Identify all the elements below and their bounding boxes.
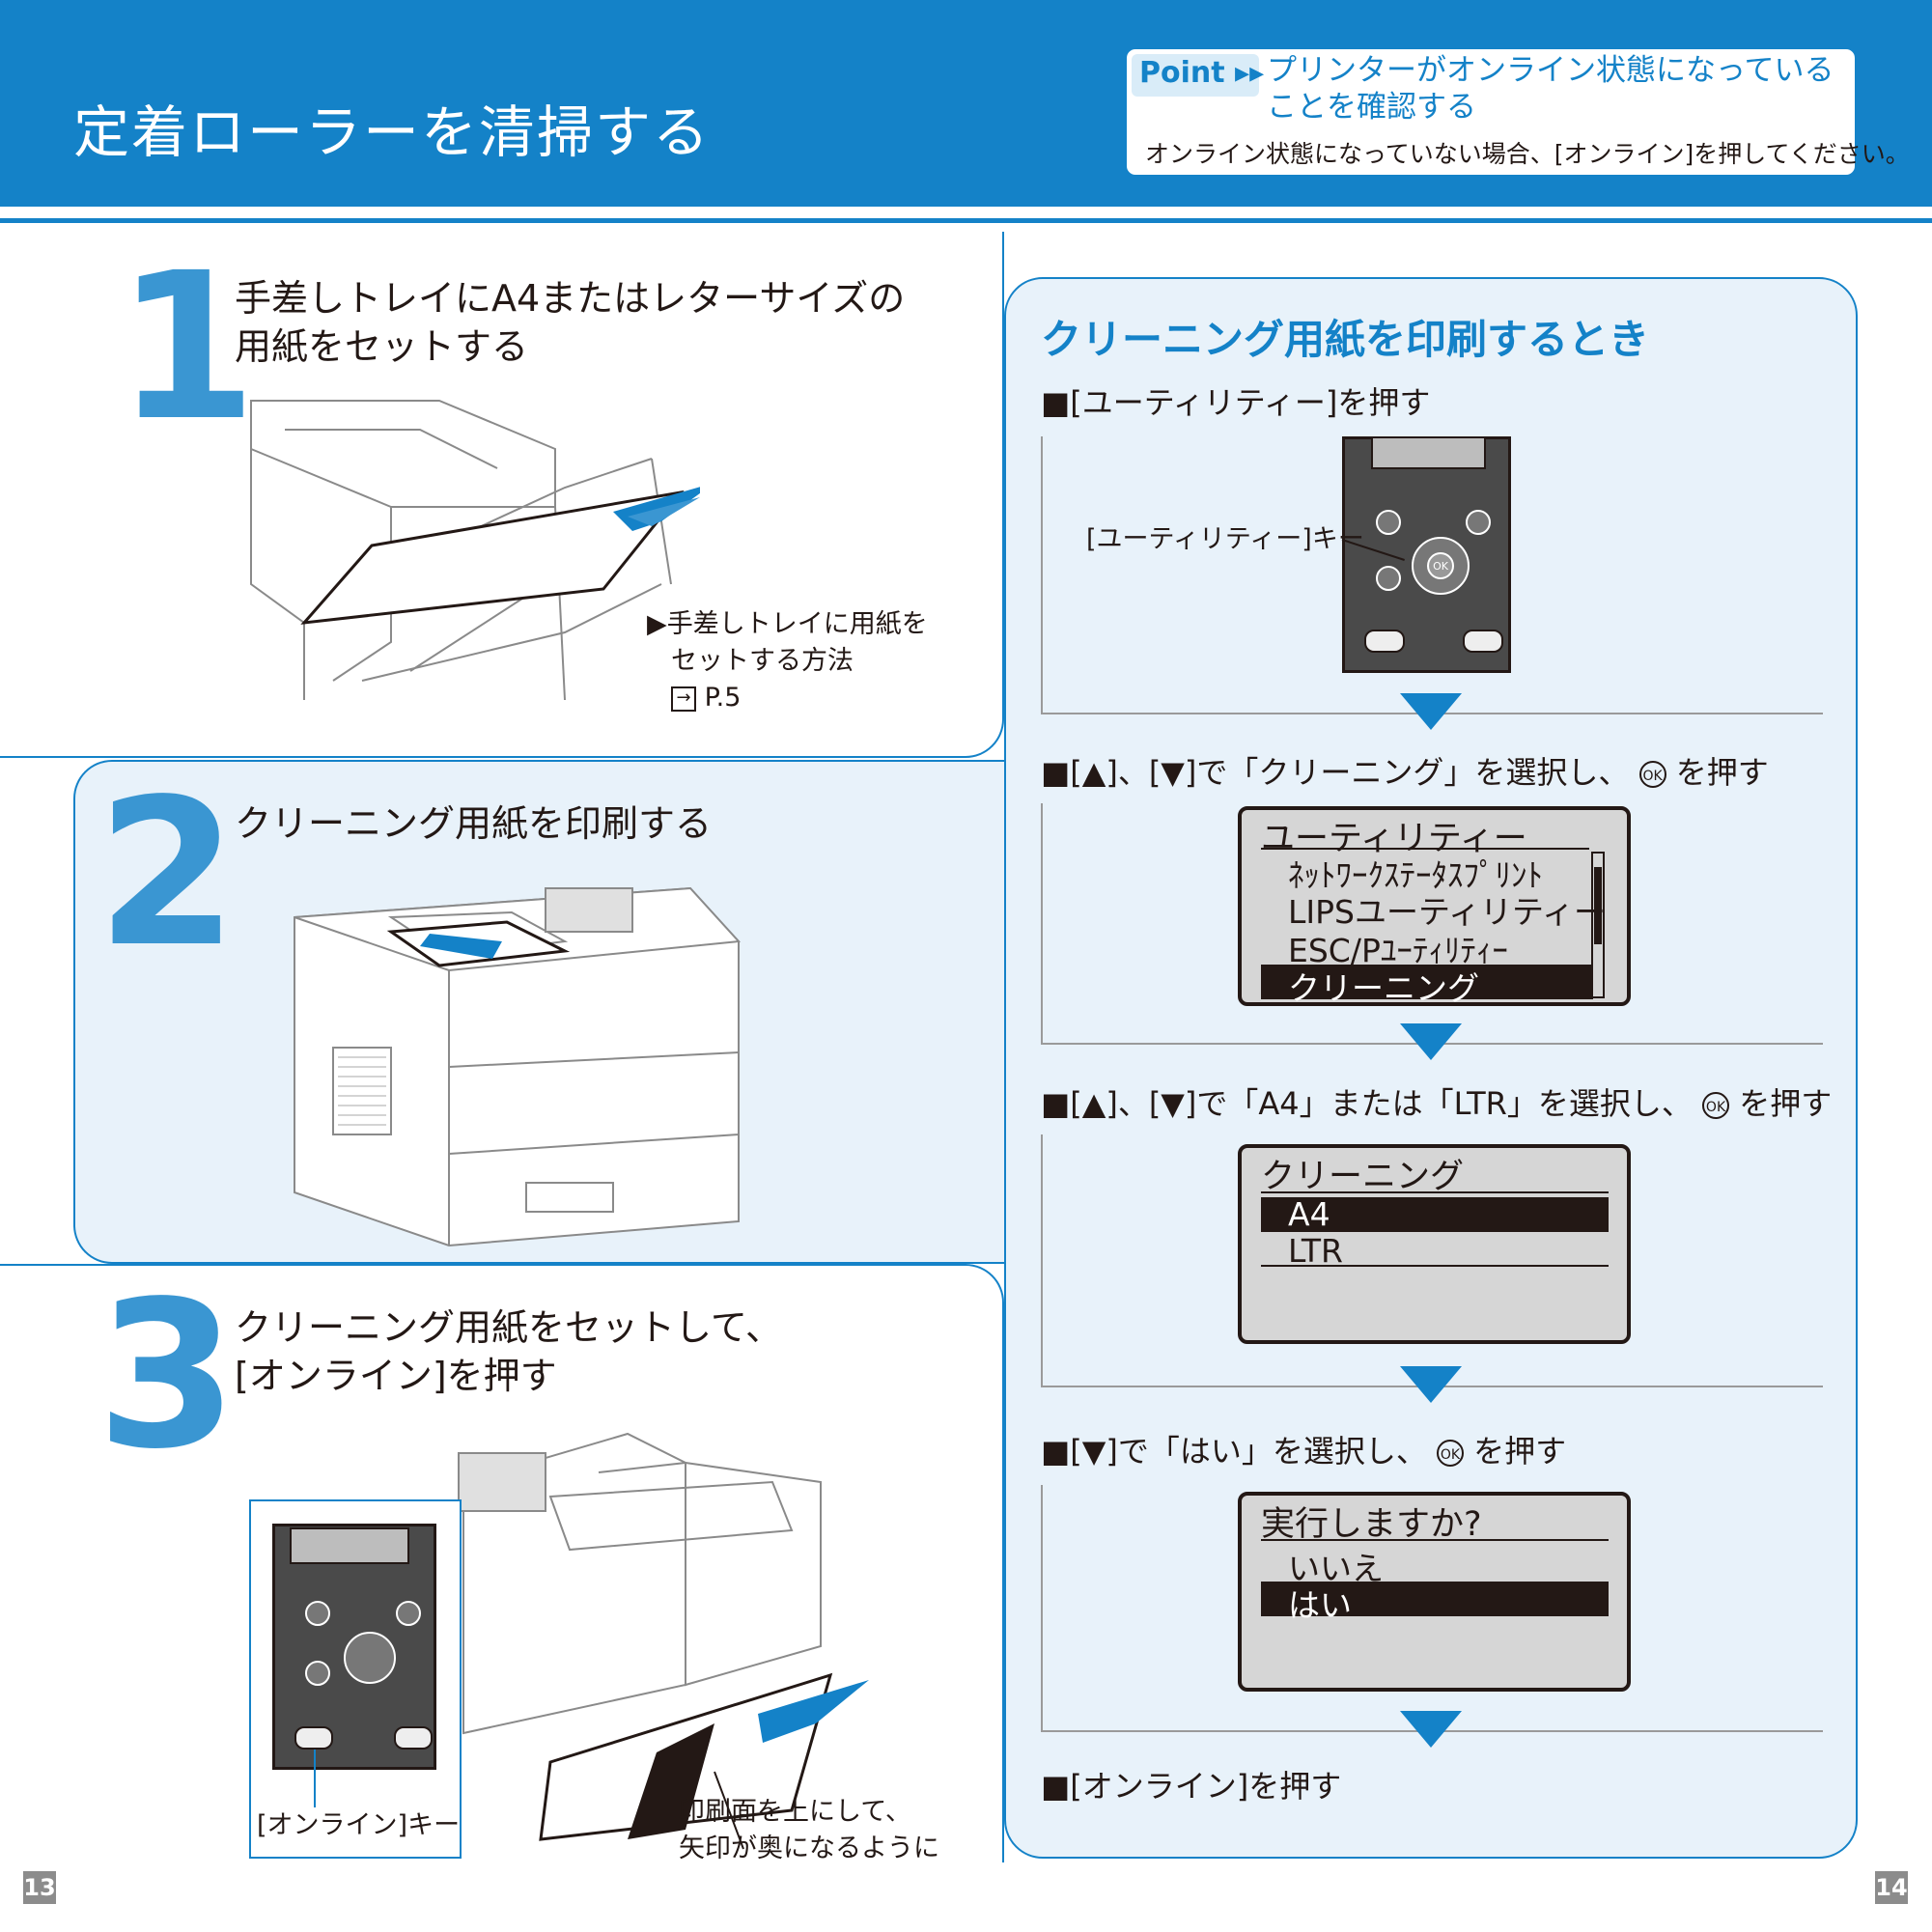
down-arrow-icon — [1400, 1366, 1462, 1403]
lcd-cleaning-item-selected[interactable]: A4 — [1288, 1195, 1330, 1233]
lcd-utility-item[interactable]: ﾈｯﾄﾜｰｸｽﾃｰﾀｽﾌﾟﾘﾝﾄ — [1288, 856, 1543, 894]
lcd-confirm-rule — [1261, 1539, 1609, 1541]
lcd-utility-item[interactable]: LIPSユーティリティー — [1288, 893, 1607, 931]
arrow-right-icon: → — [671, 686, 696, 712]
instruction-2-bracket — [1041, 803, 1043, 1043]
down-arrow-icon — [1400, 1023, 1462, 1060]
step-3-text: クリーニング用紙をセットして、 [オンライン]を押す — [235, 1306, 782, 1397]
tray-paper-illustration — [250, 400, 700, 701]
instruction-2-text: ■[▲]、[▼]で「クリーニング」を選択し、 — [1041, 754, 1630, 791]
step-1-number: 1 — [116, 229, 258, 465]
instruction-2: ■[▲]、[▼]で「クリーニング」を選択し、 OK を押す — [1041, 748, 1769, 793]
instruction-3: ■[▲]、[▼]で「A4」または「LTR」を選択し、 OK を押す — [1041, 1079, 1832, 1124]
instruction-4-text: ■[▼]で「はい」を選択し、 — [1041, 1433, 1427, 1470]
step-3-note-line1: 印刷面を上にして、 — [679, 1797, 911, 1827]
lcd-utility-rule — [1261, 848, 1589, 850]
lcd-confirm-title: 実行しますか? — [1261, 1505, 1482, 1544]
step-1-note-line1: ▶手差しトレイに用紙を — [647, 609, 928, 639]
lcd-cleaning-selection — [1261, 1197, 1609, 1232]
ok-icon: OK — [1437, 1440, 1464, 1467]
lcd-cleaning-rule — [1261, 1191, 1609, 1193]
step-3-panel-display — [290, 1527, 409, 1564]
step-3-paper-select-key[interactable] — [394, 1726, 433, 1750]
step-1-note-line2: セットする方法 — [671, 646, 854, 676]
step-1-page-link[interactable]: → P.5 — [671, 680, 741, 716]
lcd-utility-item[interactable]: ESC/Pﾕｰﾃｨﾘﾃｨｰ — [1288, 932, 1508, 969]
down-arrow-icon — [1400, 693, 1462, 730]
step-3-online-key-label: [オンライン]キー — [257, 1810, 461, 1840]
paper-select-key[interactable] — [1463, 630, 1503, 653]
lcd-confirm-item[interactable]: いいえ — [1288, 1550, 1384, 1587]
lcd-cleaning-menu — [1238, 1144, 1631, 1344]
instruction-3-suffix: を押す — [1739, 1085, 1833, 1122]
lcd-utility-item-selected[interactable]: クリーニング — [1288, 969, 1479, 1007]
right-panel-title: クリーニング用紙を印刷するとき — [1041, 316, 1650, 363]
lcd-cleaning-rule-bottom — [1261, 1265, 1609, 1267]
instruction-5: ■[オンライン]を押す — [1041, 1768, 1342, 1805]
instruction-1-bracket — [1041, 436, 1043, 714]
step-3-job-key[interactable] — [305, 1601, 330, 1626]
ok-button[interactable]: OK — [1427, 552, 1454, 579]
utility-panel-display — [1371, 436, 1486, 469]
down-arrow-icon — [1400, 1711, 1462, 1748]
point-text: オンライン状態になっていない場合、[オンライン]を押してください。 — [1145, 140, 1910, 168]
utility-key-label: [ユーティリティー]キー — [1086, 524, 1364, 554]
step-3-online-key[interactable] — [294, 1726, 333, 1750]
lcd-utility-selection — [1261, 965, 1593, 999]
step-3-back-key[interactable] — [305, 1661, 330, 1686]
ok-icon: OK — [1638, 761, 1666, 788]
page-number-right: 14 — [1875, 1871, 1908, 1904]
lcd-confirm-selection — [1261, 1582, 1609, 1616]
point-title: プリンターがオンライン状態になっている ことを確認する — [1267, 53, 1834, 125]
step-3-note-line2: 矢印が奥になるように — [679, 1834, 939, 1863]
point-badge-label: Point ▸▸ — [1139, 56, 1265, 90]
step-3-power-icon[interactable] — [396, 1601, 421, 1626]
instruction-1: ■[ユーティリティー]を押す — [1041, 384, 1431, 421]
lcd-confirm-item-selected[interactable]: はい — [1288, 1586, 1352, 1624]
lcd-scrollbar-thumb[interactable] — [1594, 867, 1602, 944]
job-key[interactable] — [1376, 510, 1401, 535]
tray-loading-illustration — [458, 1432, 869, 1850]
lcd-cleaning-item[interactable]: LTR — [1288, 1232, 1343, 1270]
instruction-3-bracket — [1041, 1134, 1043, 1387]
lcd-utility-title: ユーティリティー — [1261, 820, 1527, 858]
lcd-cleaning-title: クリーニング — [1261, 1158, 1465, 1196]
step-3-dpad[interactable] — [344, 1632, 396, 1684]
lcd-scrollbar[interactable] — [1591, 852, 1605, 998]
step-1-text: 手差しトレイにA4またはレターサイズの 用紙をセットする — [235, 277, 906, 368]
step-2-number: 2 — [97, 755, 238, 992]
page-title: 定着ローラーを清掃する — [73, 99, 712, 165]
instruction-4-suffix: を押す — [1473, 1433, 1567, 1470]
step-1-page-ref: P.5 — [704, 683, 742, 713]
instruction-3-text: ■[▲]、[▼]で「A4」または「LTR」を選択し、 — [1041, 1085, 1693, 1122]
point-badge — [1132, 54, 1259, 97]
online-key[interactable] — [1364, 630, 1405, 653]
instruction-4: ■[▼]で「はい」を選択し、 OK を押す — [1041, 1427, 1566, 1471]
step-1-panel — [0, 232, 1004, 758]
instruction-2-suffix: を押す — [1675, 754, 1769, 791]
step-3-number: 3 — [97, 1257, 238, 1494]
page-number-left: 13 — [23, 1871, 56, 1904]
printer-illustration — [294, 886, 742, 1247]
step-2-text: クリーニング用紙を印刷する — [235, 802, 713, 845]
utility-key[interactable] — [1376, 566, 1401, 591]
header-divider — [0, 218, 1932, 223]
ok-icon: OK — [1702, 1092, 1730, 1119]
step-3-key-callout-line — [314, 1750, 316, 1807]
power-icon[interactable] — [1466, 510, 1491, 535]
instruction-4-bracket — [1041, 1485, 1043, 1731]
